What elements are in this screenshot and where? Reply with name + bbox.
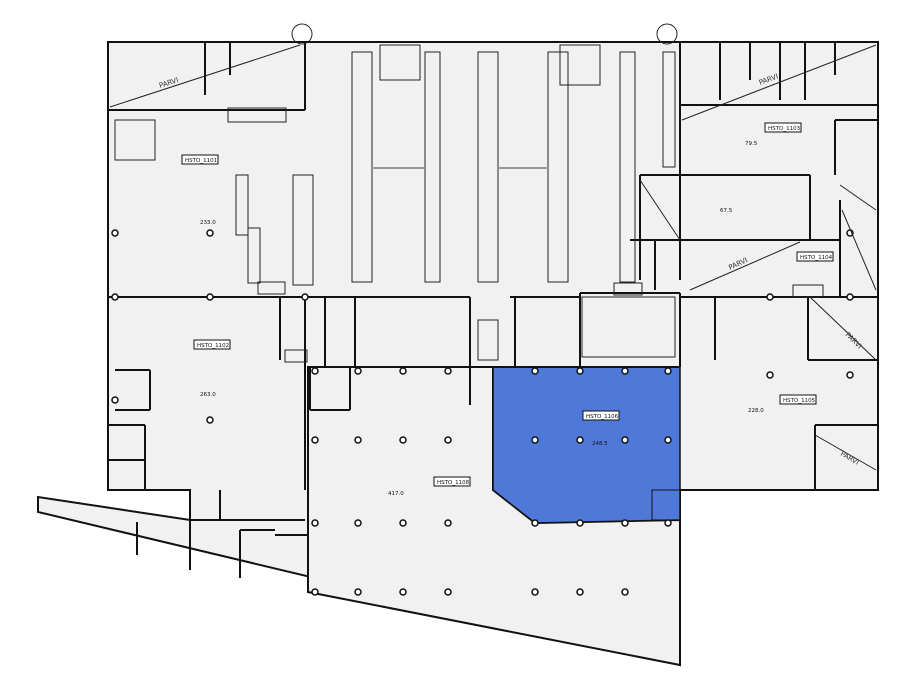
room-area: 417.0 <box>388 491 404 497</box>
room-tag-hsto-1108[interactable]: HSTO_1108 417.0 <box>388 476 471 497</box>
rack <box>114 119 156 161</box>
column-marker <box>399 588 407 596</box>
column-marker <box>206 416 214 424</box>
rack <box>257 281 286 295</box>
mezzanine-line <box>109 44 301 108</box>
mezzanine-line <box>639 179 681 241</box>
room-tag-hsto-1104[interactable]: HSTO_1104 67.5 <box>720 208 834 262</box>
column-marker <box>664 436 672 444</box>
room-area: 67.5 <box>720 208 733 214</box>
column-marker <box>206 229 214 237</box>
column-marker <box>576 588 584 596</box>
room-id: HSTO_1104 <box>800 255 833 261</box>
columns <box>111 229 854 596</box>
column-marker <box>846 371 854 379</box>
column-marker <box>576 367 584 375</box>
column-marker <box>311 519 319 527</box>
column-marker <box>444 367 452 375</box>
column-marker <box>111 396 119 404</box>
rack <box>379 44 421 81</box>
rack <box>619 51 636 283</box>
column-marker <box>206 293 214 301</box>
room-area: 233.0 <box>200 220 216 226</box>
column-marker <box>301 293 309 301</box>
rack <box>247 227 261 284</box>
column-marker <box>621 367 629 375</box>
column-marker <box>311 367 319 375</box>
rack <box>792 284 824 298</box>
rack <box>477 319 499 361</box>
column-marker <box>444 519 452 527</box>
room-id: HSTO_1105 <box>783 398 816 404</box>
column-marker <box>354 436 362 444</box>
column-marker <box>531 588 539 596</box>
column-marker <box>444 436 452 444</box>
column-marker <box>846 293 854 301</box>
column-marker <box>111 229 119 237</box>
column-marker <box>621 588 629 596</box>
room-area: 79.5 <box>745 141 758 147</box>
mezzanine-line <box>809 296 877 361</box>
column-marker <box>444 588 452 596</box>
column-marker <box>354 519 362 527</box>
column-marker <box>531 519 539 527</box>
column-marker <box>354 588 362 596</box>
column-marker <box>531 367 539 375</box>
room-tag-hsto-1106[interactable]: HSTO_1106 248.5 <box>582 410 620 447</box>
rack <box>235 174 249 236</box>
column-marker <box>576 436 584 444</box>
column-marker <box>531 436 539 444</box>
racks <box>114 44 824 363</box>
mezzanine-line <box>839 184 877 211</box>
mezzanine-lines <box>109 44 877 471</box>
column-marker <box>766 371 774 379</box>
rack <box>227 107 287 123</box>
room-id: HSTO_1101 <box>185 158 217 164</box>
room-tag-hsto-1102[interactable]: HSTO_1102 263.0 <box>193 339 231 398</box>
mezzanine-line <box>814 434 877 471</box>
rack <box>581 296 676 358</box>
room-area: 263.0 <box>200 392 216 398</box>
spiral-stairs <box>291 23 678 45</box>
mezzanine-line <box>681 44 877 121</box>
room-tag-hsto-1101[interactable]: HSTO_1101 233.0 <box>181 154 219 226</box>
walls <box>108 42 878 592</box>
column-marker <box>766 293 774 301</box>
room-id: HSTO_1102 <box>197 343 229 349</box>
spiral-stair-icon <box>291 23 313 45</box>
rack <box>284 349 308 363</box>
column-marker <box>621 436 629 444</box>
column-marker <box>399 436 407 444</box>
column-marker <box>621 519 629 527</box>
rack <box>292 174 314 286</box>
column-marker <box>399 519 407 527</box>
room-tag-hsto-1105[interactable]: HSTO_1105 228.0 <box>748 394 817 414</box>
room-id: HSTO_1106 <box>586 414 619 420</box>
column-marker <box>111 293 119 301</box>
column-marker <box>354 367 362 375</box>
mezzanine-line <box>689 241 801 291</box>
column-marker <box>576 519 584 527</box>
mezzanine-line <box>841 209 877 291</box>
column-marker <box>664 519 672 527</box>
room-id: HSTO_1108 <box>437 480 470 486</box>
rack <box>662 51 676 168</box>
column-marker <box>664 367 672 375</box>
room-tag-hsto-1103[interactable]: HSTO_1103 79.5 <box>745 122 802 147</box>
spiral-stair-icon <box>656 23 678 45</box>
column-marker <box>311 436 319 444</box>
column-marker <box>399 367 407 375</box>
room-area: 248.5 <box>592 441 608 447</box>
room-id: HSTO_1103 <box>768 126 801 132</box>
column-marker <box>311 588 319 596</box>
rack <box>559 44 601 86</box>
rack <box>613 282 643 296</box>
room-area: 228.0 <box>748 408 764 414</box>
